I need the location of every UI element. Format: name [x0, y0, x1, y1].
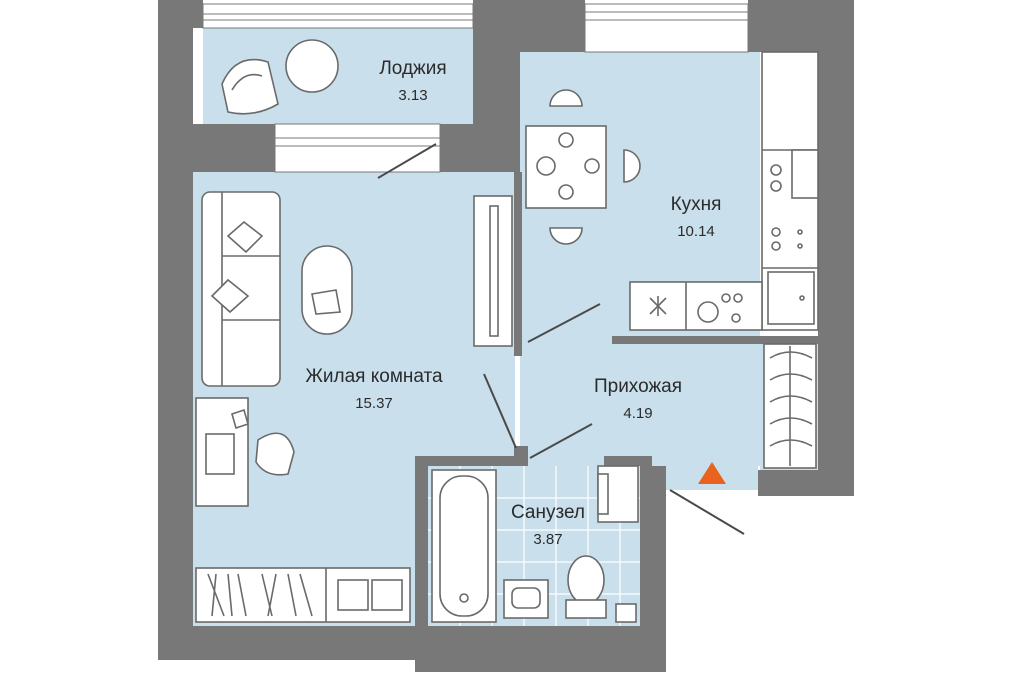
- hallway-name: Прихожая: [594, 376, 682, 397]
- wall-loggia-right: [473, 0, 520, 172]
- sofa-icon: [201, 191, 281, 387]
- wall-bottom-right: [415, 626, 666, 672]
- wall-bottom-left: [158, 626, 428, 660]
- washbasin-icon: [503, 579, 549, 619]
- kitchen-area: 10.14: [677, 223, 715, 240]
- kitchen-name: Кухня: [671, 194, 722, 215]
- door-bathroom: [529, 423, 593, 459]
- wall-loggia-bottom: [193, 124, 275, 172]
- entrance-triangle-icon: [698, 462, 726, 484]
- bathroom-area: 3.87: [533, 531, 562, 548]
- toilet-icon: [565, 555, 607, 619]
- door-entrance: [669, 489, 745, 535]
- wall-loggia-bottom-stub: [440, 124, 480, 172]
- wardrobe-icon: [195, 567, 411, 623]
- hallway-wardrobe: [763, 343, 817, 469]
- fridge-icon: [649, 296, 667, 316]
- desk-icon: [195, 397, 295, 507]
- walls: [158, 0, 854, 672]
- loggia-name: Лоджия: [379, 58, 446, 79]
- wall-kitchen-top-right: [748, 0, 820, 52]
- room-labels: Лоджия 3.13 Кухня 10.14 Жилая комната 15…: [305, 58, 721, 548]
- stove-icon: [770, 149, 819, 251]
- bathroom-cabinet: [597, 465, 639, 623]
- doors: [377, 143, 745, 535]
- wall-loggia-top-left: [158, 0, 203, 28]
- window-living-loggia: [274, 123, 441, 173]
- bathtub-icon: [431, 469, 497, 623]
- wall-right: [818, 0, 854, 496]
- door-loggia: [377, 143, 437, 179]
- bathroom-name: Санузел: [511, 502, 585, 523]
- window-kitchen: [584, 3, 749, 53]
- wall-bathroom-top-right: [604, 456, 652, 466]
- tv-icon: [473, 195, 513, 347]
- hallway-floor: [520, 340, 760, 466]
- wall-kitchen-living: [514, 172, 522, 356]
- wall-right-bottom: [758, 470, 854, 496]
- living-name: Жилая комната: [305, 366, 443, 387]
- wall-bathroom-left: [415, 456, 428, 660]
- window-loggia: [202, 3, 474, 29]
- living-area: 15.37: [355, 395, 393, 412]
- door-living: [483, 373, 517, 449]
- door-kitchen: [527, 303, 601, 343]
- wall-bathroom-top: [415, 456, 528, 466]
- wall-kitchen-hallway: [612, 336, 820, 344]
- loggia-round-table: [285, 39, 339, 93]
- coffee-table-icon: [301, 245, 353, 335]
- wall-left: [158, 0, 193, 660]
- dining-table-icon: [525, 89, 641, 245]
- wall-kitchen-top-left: [520, 0, 585, 52]
- armchair-icon: [221, 58, 279, 115]
- washing-machine-icon: [697, 293, 743, 323]
- loggia-area: 3.13: [398, 87, 427, 104]
- kitchen-sink-icon: [767, 271, 815, 325]
- windows: [202, 3, 749, 173]
- hallway-area: 4.19: [623, 405, 652, 422]
